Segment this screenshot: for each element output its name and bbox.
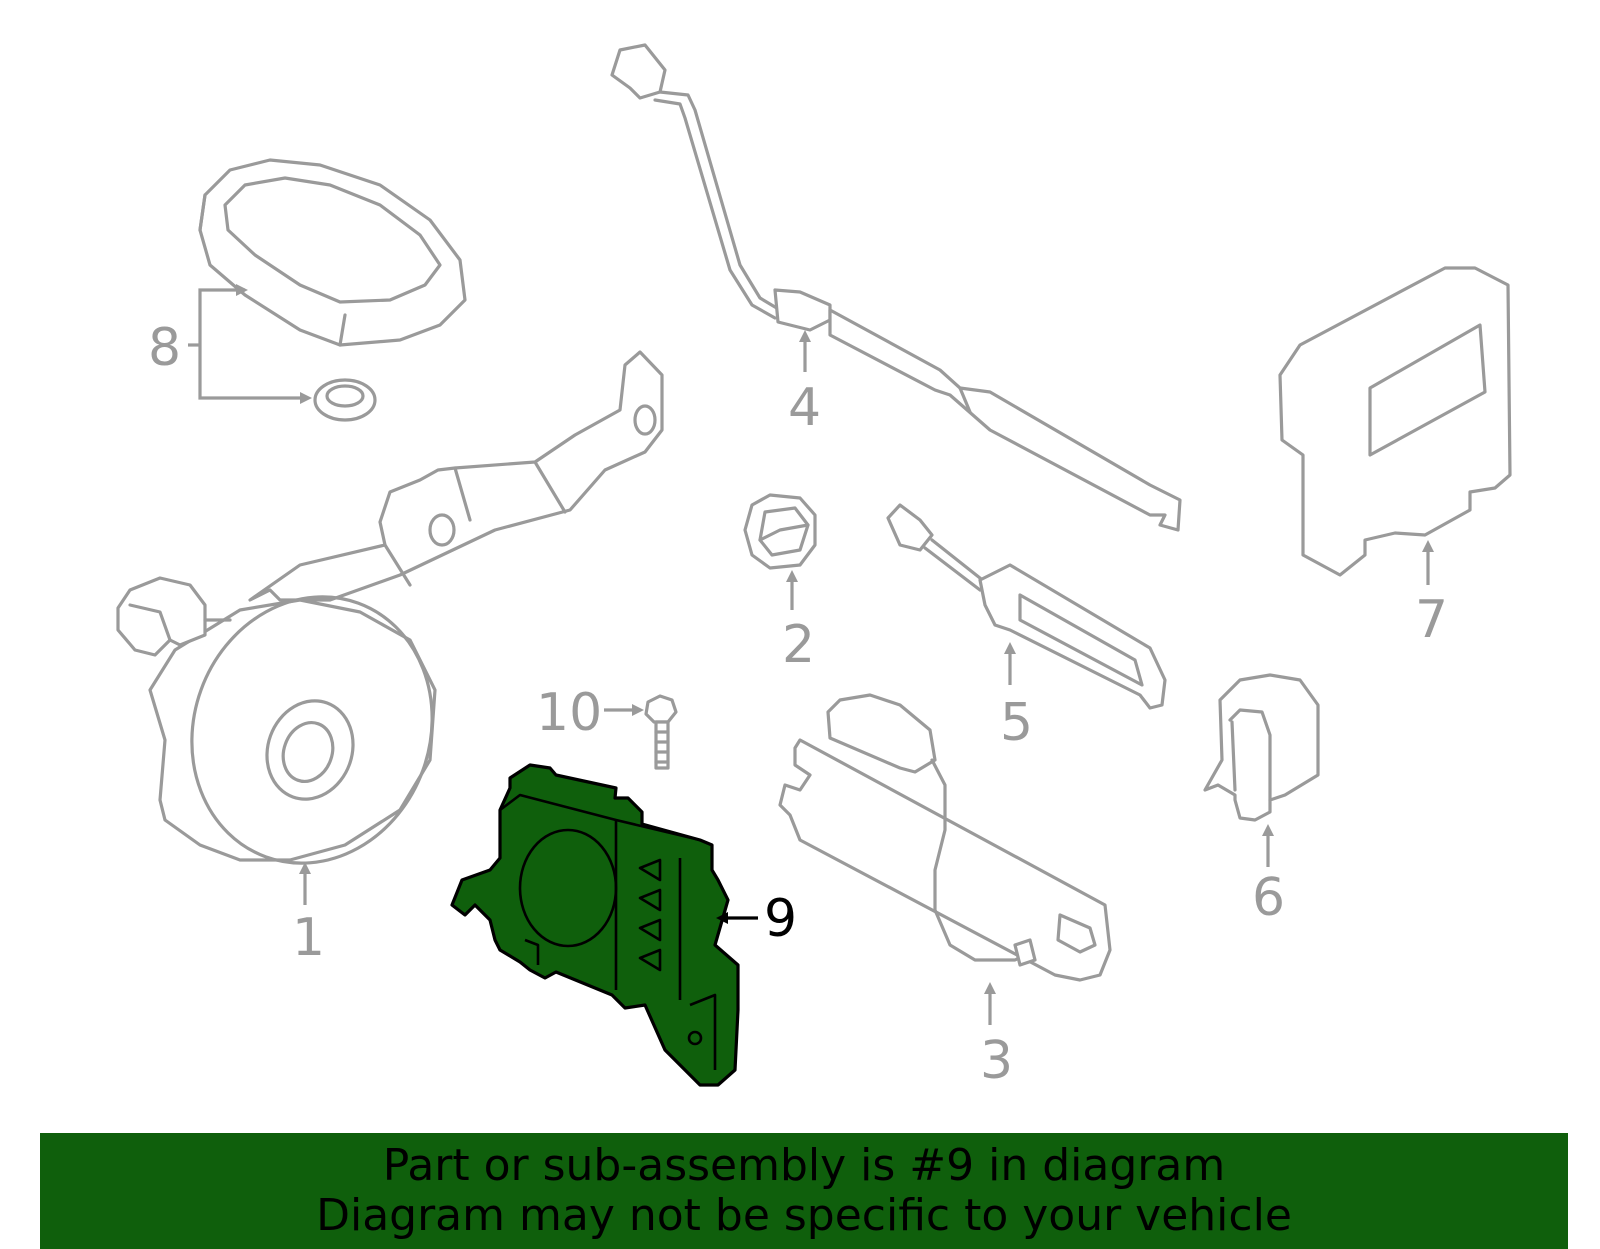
leader-9 (716, 912, 758, 924)
leader-5 (1004, 642, 1016, 685)
part-6-clip (1203, 673, 1320, 822)
part-10-bolt (644, 694, 678, 770)
leader-4 (799, 330, 811, 372)
callout-10: 10 (536, 683, 602, 743)
part-1-horn (116, 350, 664, 865)
leader-2 (786, 570, 798, 610)
part-7-module (1278, 266, 1512, 577)
parts-diagram: 1 2 3 4 5 6 7 8 9 10 (116, 43, 1512, 1091)
part-8-grommet (313, 378, 377, 422)
callout-5: 5 (1000, 693, 1033, 753)
banner-line-2: Diagram may not be specific to your vehi… (316, 1190, 1292, 1241)
part-3-bracket (778, 693, 1112, 982)
part-2-nut (743, 493, 817, 570)
leader-6 (1262, 824, 1274, 867)
banner-line-1: Part or sub-assembly is #9 in diagram (382, 1140, 1226, 1191)
callout-8: 8 (148, 318, 181, 378)
callout-4: 4 (788, 378, 821, 438)
callout-1: 1 (292, 908, 325, 968)
callout-3: 3 (980, 1031, 1013, 1091)
callout-7: 7 (1415, 590, 1448, 650)
part-9-highlighted (450, 763, 740, 1087)
part-8-cover (198, 158, 467, 347)
callout-2: 2 (782, 615, 815, 675)
part-4-harness (610, 43, 1182, 532)
leader-8 (188, 284, 312, 404)
leader-1 (299, 862, 311, 905)
callout-6: 6 (1252, 868, 1285, 928)
part-5-sensor (886, 503, 1167, 710)
leader-3 (984, 982, 996, 1025)
leader-7 (1422, 540, 1434, 585)
callout-9: 9 (764, 889, 797, 949)
info-banner: Part or sub-assembly is #9 in diagram Di… (40, 1133, 1568, 1249)
leader-10 (604, 704, 644, 716)
